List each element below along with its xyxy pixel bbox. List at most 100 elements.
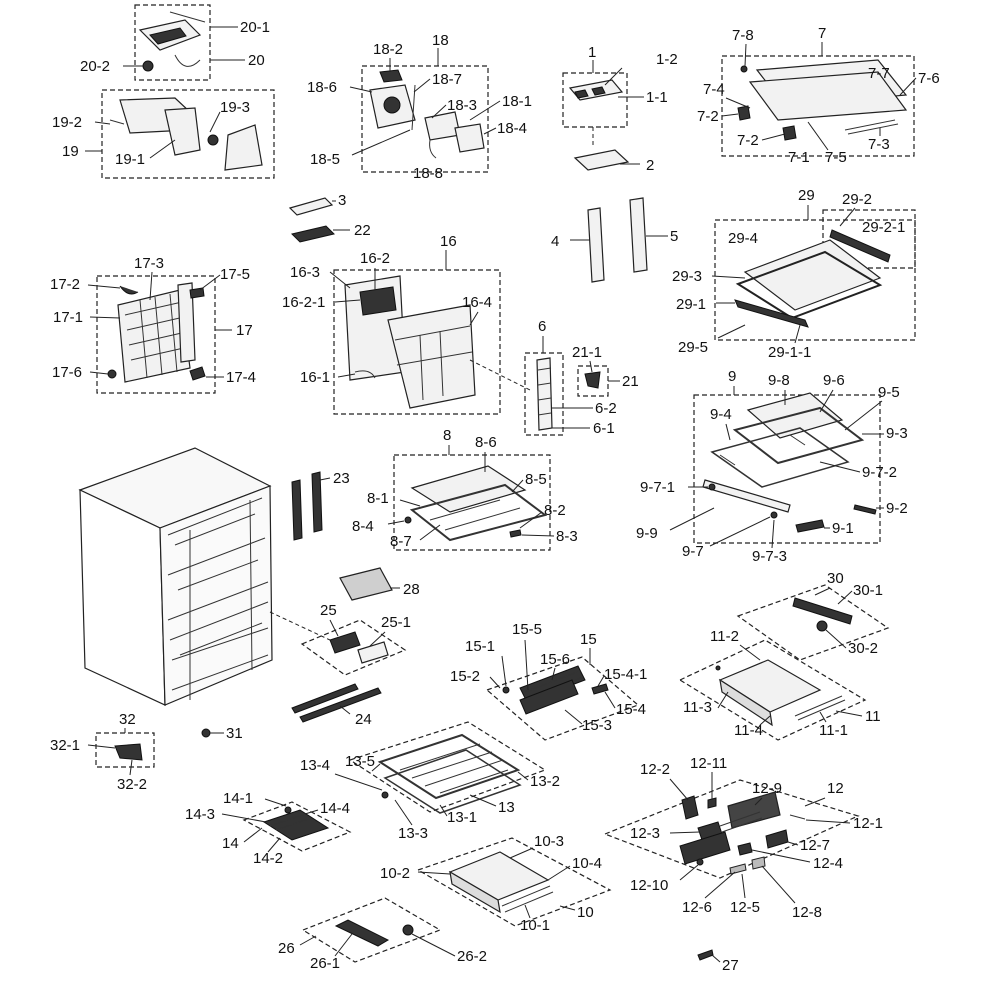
label-6-1: 6-1: [593, 420, 615, 437]
part-group-16: [333, 269, 501, 415]
label-14-3: 14-3: [185, 806, 215, 823]
label-18-5: 18-5: [310, 151, 340, 168]
label-14: 14: [222, 835, 239, 852]
label-19-1: 19-1: [115, 151, 145, 168]
label-12-9: 12-9: [752, 780, 782, 797]
part-24: [291, 683, 359, 714]
label-7-1: 7-1: [788, 149, 810, 166]
label-9-7: 9-7: [682, 543, 704, 560]
part-31: [201, 728, 211, 738]
label-4: 4: [551, 233, 559, 250]
label-7-5: 7-5: [825, 149, 847, 166]
label-7-2: 7-2: [697, 108, 719, 125]
label-8: 8: [443, 427, 451, 444]
part-27: [697, 949, 714, 961]
label-19: 19: [62, 143, 79, 160]
label-18-7: 18-7: [432, 71, 462, 88]
label-30: 30: [827, 570, 844, 587]
label-11: 11: [865, 708, 881, 725]
part-group-29: [714, 209, 916, 341]
label-9-8: 9-8: [768, 372, 790, 389]
label-12-6: 12-6: [682, 899, 712, 916]
label-1-1: 1-1: [646, 89, 668, 106]
part-group-12: [603, 779, 860, 879]
label-10-3: 10-3: [534, 833, 564, 850]
label-16-2-1: 16-2-1: [282, 294, 325, 311]
label-22: 22: [354, 222, 371, 239]
part-group-19: [101, 89, 275, 179]
part-24-b: [299, 687, 382, 723]
part-group-15: [485, 656, 640, 741]
label-29-3: 29-3: [672, 268, 702, 285]
label-7-3: 7-3: [868, 136, 890, 153]
label-16: 16: [440, 233, 457, 250]
label-13: 13: [498, 799, 515, 816]
label-16-4: 16-4: [462, 294, 492, 311]
label-7: 7: [818, 25, 826, 42]
label-12-5: 12-5: [730, 899, 760, 916]
label-15-2: 15-2: [450, 668, 480, 685]
label-25: 25: [320, 602, 337, 619]
label-12-1: 12-1: [853, 815, 883, 832]
part-group-10: [416, 837, 612, 927]
label-9-1: 9-1: [832, 520, 854, 537]
label-29: 29: [798, 187, 815, 204]
label-29-4: 29-4: [728, 230, 758, 247]
label-11-2: 11-2: [710, 628, 739, 645]
label-21: 21: [622, 373, 639, 390]
part-group-13: [348, 721, 547, 814]
part-group-9: [693, 392, 881, 544]
label-20-2: 20-2: [80, 58, 110, 75]
label-30-1: 30-1: [853, 582, 883, 599]
part-group-20: [134, 4, 211, 81]
label-13-3: 13-3: [398, 825, 428, 842]
label-7-7: 7-7: [868, 65, 890, 82]
label-7-4: 7-4: [703, 81, 725, 98]
label-16-1: 16-1: [300, 369, 330, 386]
label-16-2: 16-2: [360, 250, 390, 267]
label-9-2: 9-2: [886, 500, 908, 517]
label-12-11: 12-11: [690, 755, 727, 772]
part-3: [288, 197, 334, 216]
label-18-4: 18-4: [497, 120, 527, 137]
label-7-2-b: 7-2: [737, 132, 759, 149]
part-22: [291, 225, 335, 243]
label-8-2: 8-2: [544, 502, 566, 519]
label-15-6: 15-6: [540, 651, 570, 668]
label-13-2: 13-2: [530, 773, 560, 790]
label-10-1: 10-1: [520, 917, 550, 934]
label-13-5: 13-5: [345, 753, 375, 770]
label-15-4: 15-4: [616, 701, 646, 718]
part-group-30: [736, 584, 890, 661]
label-13-4: 13-4: [300, 757, 330, 774]
part-group-7: [721, 55, 915, 157]
part-5: [629, 197, 648, 273]
label-18-3: 18-3: [447, 97, 477, 114]
label-25-1: 25-1: [381, 614, 411, 631]
label-10-2: 10-2: [380, 865, 410, 882]
label-29-1-1: 29-1-1: [768, 344, 811, 361]
label-24: 24: [355, 711, 372, 728]
label-23: 23: [333, 470, 350, 487]
label-18: 18: [432, 32, 449, 49]
label-14-1: 14-1: [223, 790, 253, 807]
label-20-1: 20-1: [240, 19, 270, 36]
label-32-1: 32-1: [50, 737, 80, 754]
label-12-7: 12-7: [800, 837, 830, 854]
label-12-10: 12-10: [630, 877, 668, 894]
label-14-4: 14-4: [320, 800, 350, 817]
label-20: 20: [248, 52, 265, 69]
label-16-3: 16-3: [290, 264, 320, 281]
label-18-8: 18-8: [413, 165, 443, 182]
label-12-2: 12-2: [640, 761, 670, 778]
label-10-4: 10-4: [572, 855, 602, 872]
label-29-2-1: 29-2-1: [862, 219, 905, 236]
label-14-2: 14-2: [253, 850, 283, 867]
label-15-1: 15-1: [465, 638, 495, 655]
part-group-1: [562, 72, 630, 171]
part-group-25: [300, 619, 407, 676]
label-18-6: 18-6: [307, 79, 337, 96]
label-9-7-1: 9-7-1: [640, 479, 675, 496]
label-5: 5: [670, 228, 678, 245]
